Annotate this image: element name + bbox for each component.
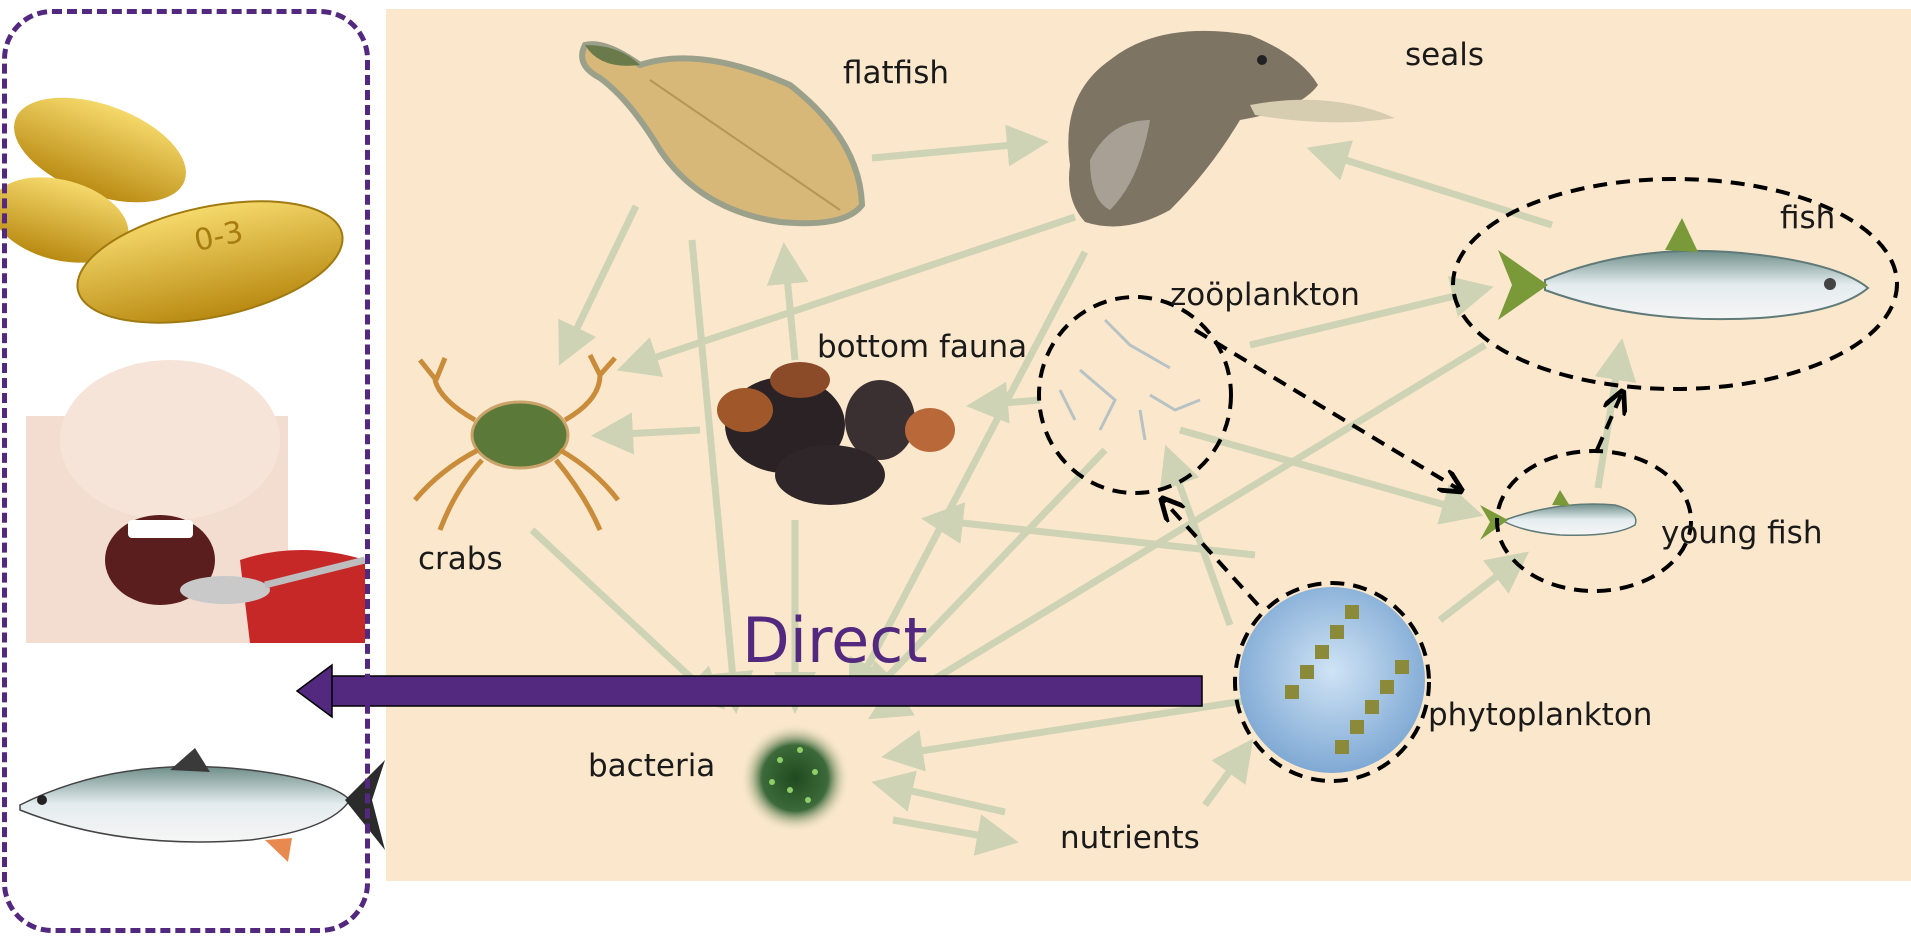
phytoplankton-icon — [1239, 587, 1425, 773]
food-web-arrows — [532, 143, 1620, 840]
arrow-flatfish-seals — [872, 143, 1035, 158]
arrow-phyto-bacteria — [895, 700, 1250, 755]
dashed-arrows — [1163, 330, 1622, 605]
label-phytoplankton: phytoplankton — [1428, 697, 1652, 733]
label-seals: seals — [1405, 37, 1484, 73]
arrow-bacteria-nutrients — [893, 820, 1005, 840]
label-bacteria: bacteria — [588, 748, 715, 784]
label-flatfish: flatfish — [843, 55, 949, 91]
mussels-icon — [717, 362, 955, 505]
label-fish: fish — [1780, 200, 1835, 236]
bacteria-icon — [740, 723, 850, 833]
arrow-phyto-zoo — [1170, 458, 1230, 625]
seal-icon — [1068, 31, 1395, 227]
arrow-nutrients-phyto — [1205, 750, 1245, 805]
direct-label: Direct — [742, 604, 928, 677]
zooplankton-icon — [1060, 320, 1200, 440]
label-nutrients: nutrients — [1060, 820, 1200, 856]
crab-icon — [415, 355, 618, 530]
arrow-flatfish-crabs — [565, 206, 636, 353]
arrow-fauna-crabs — [605, 430, 700, 435]
arrow-flatfish-bacteria — [692, 240, 735, 700]
arrow-phyto-youngfish — [1440, 560, 1518, 620]
flatfish-icon — [582, 44, 862, 223]
label-zooplankton: zoöplankton — [1170, 277, 1360, 313]
sidebar-frame — [2, 9, 370, 933]
arrow-nutrients-bacteria — [885, 785, 1005, 812]
label-young-fish: young fish — [1661, 515, 1822, 551]
zooplankton-highlight — [1039, 297, 1231, 493]
dashed-arrow-zoo-youngfish — [1195, 330, 1460, 490]
arrow-crabs-bacteria — [532, 530, 715, 700]
label-bottom-fauna: bottom fauna — [817, 329, 1027, 365]
arrow-fauna-flatfish — [785, 256, 795, 360]
arrow-fish-seals — [1320, 152, 1552, 225]
label-crabs: crabs — [418, 541, 503, 577]
